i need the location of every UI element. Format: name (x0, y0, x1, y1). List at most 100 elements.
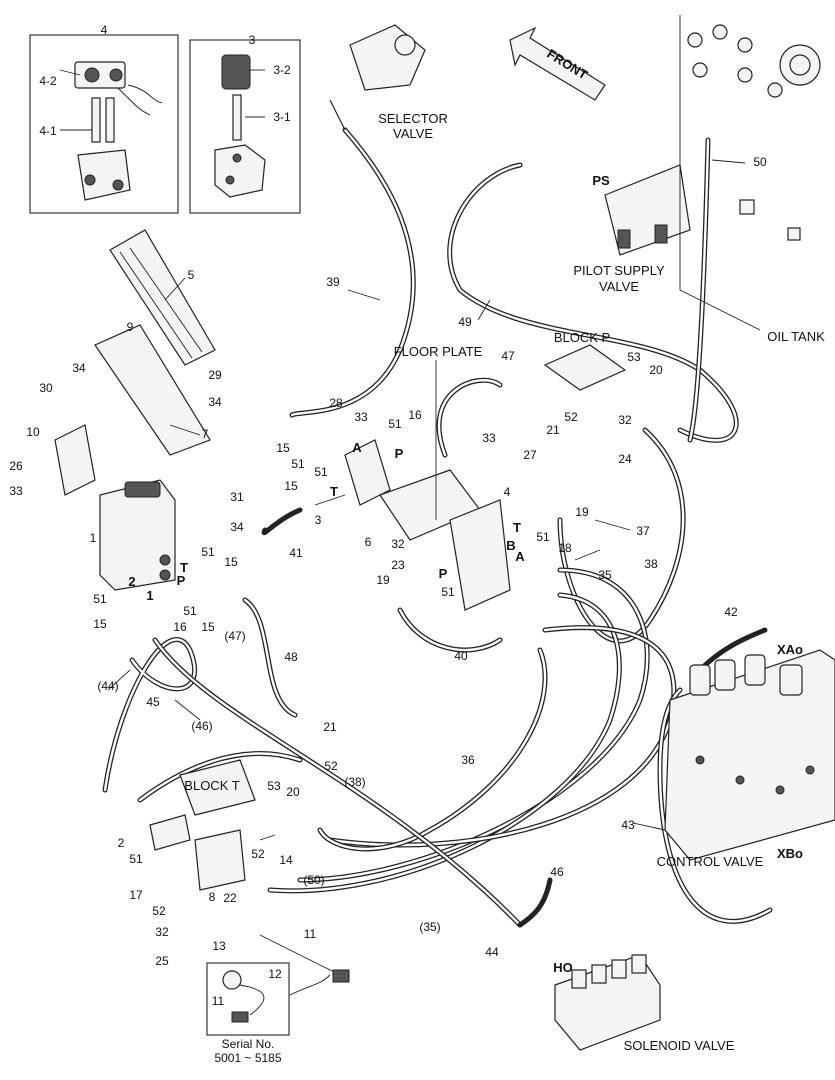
pilot-supply-label-1: PILOT SUPPLY (573, 263, 665, 278)
block-p-label: BLOCK P (554, 330, 610, 345)
callout: 52 (324, 759, 338, 773)
callout: 15 (93, 617, 107, 631)
callout: 9 (127, 320, 134, 334)
callout: 16 (408, 408, 422, 422)
callout: 53 (267, 779, 281, 793)
callout: 13 (212, 939, 226, 953)
callout: 30 (39, 381, 53, 395)
callout: 28 (329, 396, 343, 410)
callout: 51 (129, 852, 143, 866)
callout: T (513, 520, 521, 535)
oil-tank-label: OIL TANK (767, 329, 825, 344)
callout: 38 (644, 557, 658, 571)
callout: 4-1 (39, 124, 57, 138)
callout: 1 (90, 531, 97, 545)
callout: 42 (724, 605, 738, 619)
callout: 43 (621, 818, 635, 832)
block-t-label: BLOCK T (184, 778, 239, 793)
callout: 7 (202, 427, 209, 441)
callout: 6 (365, 535, 372, 549)
callout: 51 (291, 457, 305, 471)
callout: 22 (223, 891, 237, 905)
detail-box-4 (29, 34, 179, 214)
callout: 12 (268, 967, 282, 981)
callout: 52 (152, 904, 166, 918)
pedal-part (54, 229, 216, 496)
callout: 20 (649, 363, 663, 377)
leader-lines (59, 69, 746, 841)
serial-note-line-1: Serial No. (222, 1037, 275, 1051)
callout: 51 (314, 465, 328, 479)
callout: 33 (9, 484, 23, 498)
callout: 19 (575, 505, 589, 519)
callout: 18 (558, 541, 572, 555)
callout: 17 (129, 888, 143, 902)
callout: 3-1 (273, 110, 291, 124)
callout: 51 (183, 604, 197, 618)
block-t-part (149, 759, 256, 891)
callout: 2 (118, 836, 125, 850)
port-ps-label: PS (592, 173, 610, 188)
callout: 2 (128, 574, 135, 589)
callout: A (352, 440, 362, 455)
callout: 51 (201, 545, 215, 559)
cable-11 (259, 934, 350, 983)
callout: 29 (208, 368, 222, 382)
solenoid-valve-part (554, 954, 661, 1051)
callout: (47) (224, 629, 245, 643)
callout: P (395, 446, 404, 461)
callout: 4 (504, 485, 511, 499)
callout: 34 (230, 520, 244, 534)
callout-numbers: 4 4-2 4-1 3 3-2 3-1 5 9 29 34 30 34 10 7… (9, 23, 767, 1008)
callout: 33 (354, 410, 368, 424)
callout: (50) (303, 873, 324, 887)
port-xbo-label: XBo (777, 846, 803, 861)
callout: 47 (501, 349, 515, 363)
callout: 39 (326, 275, 340, 289)
callout: 19 (376, 573, 390, 587)
hose-lines (102, 127, 773, 928)
selector-valve-part (329, 24, 426, 131)
callout: 33 (482, 431, 496, 445)
callout: A (515, 549, 525, 564)
callout: 4 (101, 23, 108, 37)
solenoid-valve-label: SOLENOID VALVE (624, 1038, 735, 1053)
callout: (35) (419, 920, 440, 934)
callout: 51 (441, 585, 455, 599)
callout: 21 (323, 720, 337, 734)
control-valve-label: CONTROL VALVE (657, 854, 764, 869)
callout: 15 (201, 620, 215, 634)
callout: 37 (636, 524, 650, 538)
pilot-supply-label-2: VALVE (599, 279, 639, 294)
detail-box-3 (189, 39, 301, 214)
component-captions: SELECTOR VALVE FRONT PILOT SUPPLY VALVE … (184, 46, 825, 1065)
callout: 31 (230, 490, 244, 504)
callout: 26 (9, 459, 23, 473)
callout: 32 (391, 537, 405, 551)
callout: 49 (458, 315, 472, 329)
selector-valve-label-2: VALVE (393, 126, 433, 141)
callout: 48 (284, 650, 298, 664)
callout: 32 (155, 925, 169, 939)
callout: (46) (191, 719, 212, 733)
callout: 20 (286, 785, 300, 799)
callout: 46 (550, 865, 564, 879)
callout: 35 (598, 568, 612, 582)
callout: 52 (564, 410, 578, 424)
callout: (38) (344, 775, 365, 789)
callout: 11 (212, 994, 225, 1008)
port-labels: PS XAo XBo HO (553, 173, 803, 975)
callout: 51 (536, 530, 550, 544)
callout: 15 (276, 441, 290, 455)
callout: 44 (485, 945, 499, 959)
callout: P (439, 566, 448, 581)
callout: 25 (155, 954, 169, 968)
callout: (44) (97, 679, 118, 693)
port-xao-label: XAo (777, 642, 803, 657)
callout: 40 (454, 649, 468, 663)
pilot-supply-part (604, 164, 801, 256)
center-valve-part (344, 344, 627, 611)
callout: 1 (146, 588, 153, 603)
callout: 34 (72, 361, 86, 375)
